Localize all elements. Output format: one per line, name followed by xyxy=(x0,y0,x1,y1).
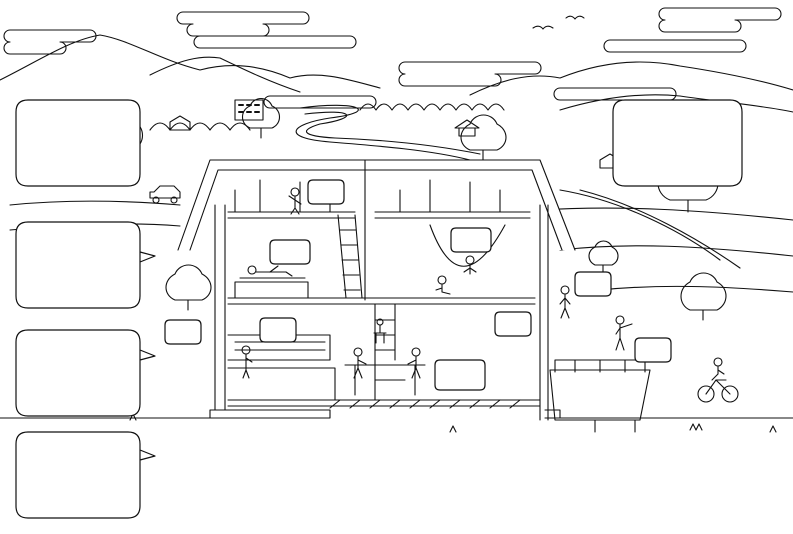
speech-bubbles xyxy=(15,99,743,519)
floor-planks xyxy=(329,399,521,409)
cloud xyxy=(398,61,542,87)
pagoda xyxy=(454,119,480,137)
deck-posts xyxy=(594,419,636,433)
foundation xyxy=(209,409,561,419)
birds xyxy=(532,15,585,30)
deck xyxy=(549,359,651,433)
mountains xyxy=(0,34,793,113)
tree xyxy=(680,272,727,321)
car-wheel xyxy=(170,196,178,204)
person-kitchen xyxy=(241,345,253,379)
ladder xyxy=(337,214,363,299)
person-dining-right xyxy=(407,347,421,379)
apartment-building xyxy=(234,99,264,121)
child-on-chair xyxy=(373,318,387,344)
speech-bubble-10 xyxy=(259,317,297,343)
person-pointing xyxy=(615,315,633,351)
speech-bubble-11 xyxy=(494,311,532,337)
speech-bubble-6 xyxy=(164,319,202,345)
person-walking-outside xyxy=(559,285,571,319)
tree xyxy=(460,114,507,161)
hammock xyxy=(429,224,506,267)
mountain-range-right xyxy=(469,61,793,96)
house xyxy=(177,159,576,421)
cloud xyxy=(193,35,357,49)
car xyxy=(149,185,181,199)
loft-floor xyxy=(227,211,531,219)
grass-tufts xyxy=(129,413,777,433)
mountain-range-right2 xyxy=(559,94,793,113)
speech-bubble-2 xyxy=(15,221,156,309)
clouds xyxy=(3,7,782,109)
wall-right xyxy=(539,204,549,421)
ground-floor xyxy=(227,399,541,407)
mountain-range-left xyxy=(0,34,381,89)
cloud xyxy=(176,11,310,37)
speech-bubble-4 xyxy=(15,431,156,519)
tree-line xyxy=(149,103,505,131)
person-lying-on-bed xyxy=(247,265,293,277)
wall-left xyxy=(214,204,226,411)
cloud xyxy=(603,39,747,53)
people xyxy=(241,187,739,403)
speech-bubble-1 xyxy=(15,99,141,187)
tree xyxy=(165,264,212,311)
speech-bubble-9 xyxy=(450,227,492,253)
bed xyxy=(234,277,309,299)
speech-bubble-5 xyxy=(612,99,743,187)
second-floor xyxy=(227,297,536,305)
speech-bubble-7 xyxy=(307,179,345,205)
deck-railing xyxy=(554,359,646,373)
deck-platform xyxy=(549,369,651,421)
tree xyxy=(241,97,281,139)
person-sitting-floor xyxy=(435,275,451,295)
child-on-bicycle xyxy=(697,357,739,403)
winding-river xyxy=(295,104,471,161)
person-dining-left xyxy=(353,347,367,379)
bird xyxy=(565,15,585,20)
roof xyxy=(177,159,576,251)
bird xyxy=(532,25,554,30)
speech-bubble-13 xyxy=(434,359,486,391)
speech-bubble-14 xyxy=(634,337,672,363)
cloud xyxy=(3,29,97,55)
speech-bubble-12 xyxy=(574,271,612,297)
mountain-range-mid xyxy=(149,56,301,93)
cloud xyxy=(658,7,782,33)
staircase xyxy=(374,303,406,401)
speech-bubble-8 xyxy=(269,239,311,265)
winding-river-bank xyxy=(304,111,481,155)
small-house xyxy=(169,115,191,131)
speech-bubble-3 xyxy=(15,329,156,417)
kitchen-island xyxy=(227,367,336,401)
road xyxy=(559,189,741,269)
person-in-hammock xyxy=(463,255,477,275)
person-loft xyxy=(288,187,302,215)
